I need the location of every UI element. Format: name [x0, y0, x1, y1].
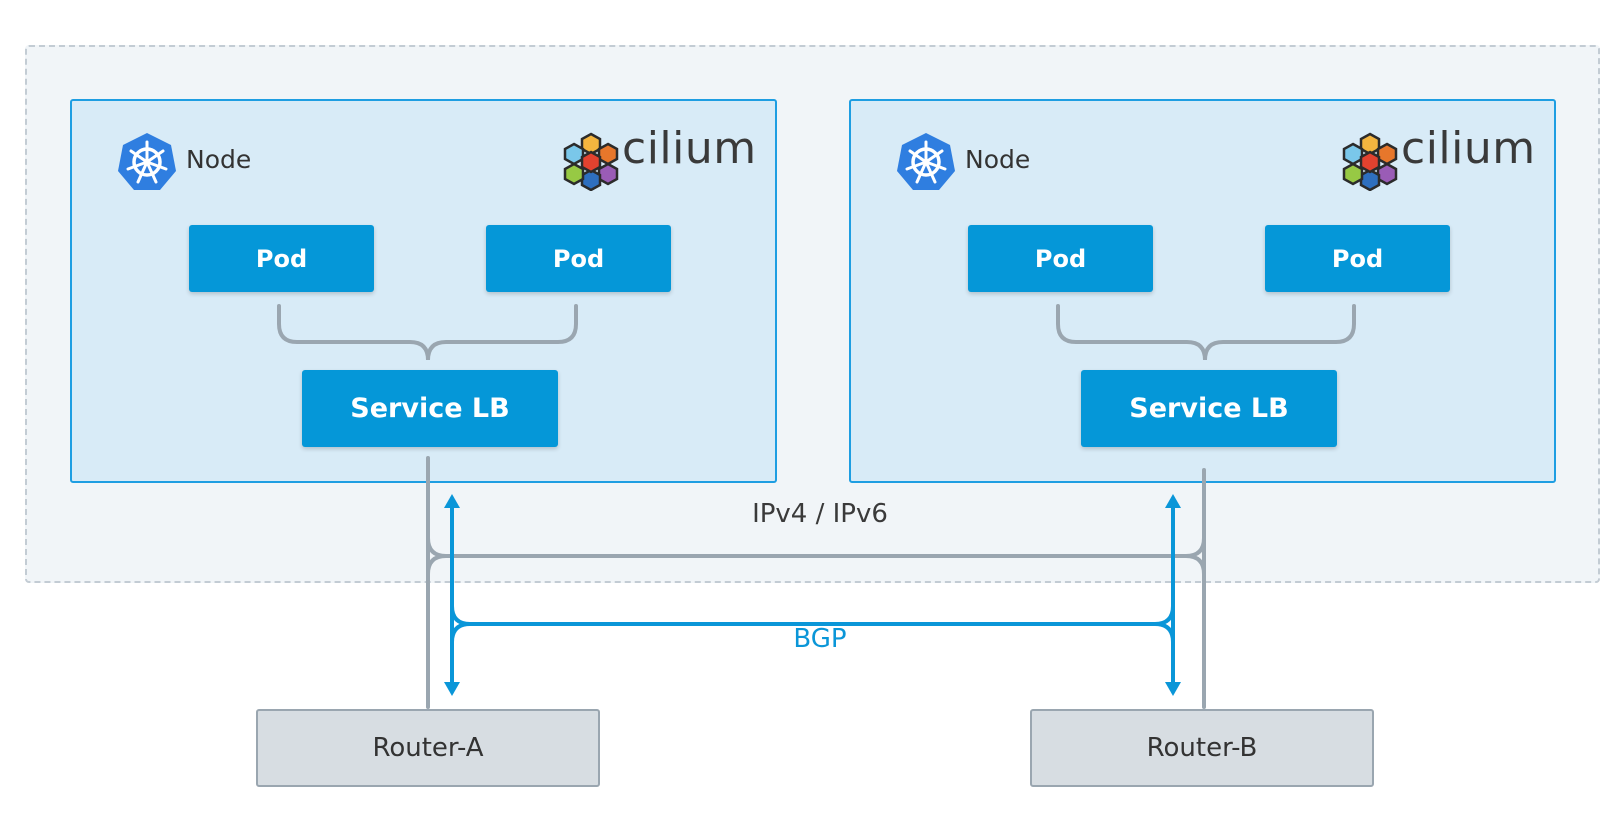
kubernetes-icon: [118, 133, 176, 190]
bgp-label: BGP: [793, 624, 847, 654]
ipv4-ipv6-link: [426, 536, 1206, 558]
pod-bracket: [277, 304, 578, 361]
service-lb: Service LB: [1081, 370, 1337, 447]
router-b: Router-B: [1030, 709, 1374, 787]
pod: Pod: [486, 225, 671, 292]
node-label: Node: [965, 145, 1031, 174]
arrow-up-icon: [1165, 494, 1181, 508]
pod: Pod: [968, 225, 1153, 292]
cilium-logo-icon: [1342, 132, 1398, 191]
router-a: Router-A: [256, 709, 600, 787]
arrow-down-icon: [1165, 682, 1181, 696]
arrow-up-icon: [444, 494, 460, 508]
pod: Pod: [189, 225, 374, 292]
service-lb: Service LB: [302, 370, 558, 447]
ipv4-ipv6-label: IPv4 / IPv6: [752, 499, 888, 529]
node-label: Node: [186, 145, 252, 174]
cilium-wordmark: cilium: [622, 123, 757, 174]
pod-bracket: [1056, 304, 1356, 361]
kubernetes-icon: [897, 133, 955, 190]
cilium-logo-icon: [563, 132, 619, 191]
arrow-down-icon: [444, 682, 460, 696]
node-a: Node cilium Pod Pod Service LB: [70, 99, 777, 483]
node-b: Node cilium Pod Pod Service LB: [849, 99, 1556, 483]
bgp-link: [450, 604, 1175, 626]
pod: Pod: [1265, 225, 1450, 292]
cilium-wordmark: cilium: [1401, 123, 1536, 174]
